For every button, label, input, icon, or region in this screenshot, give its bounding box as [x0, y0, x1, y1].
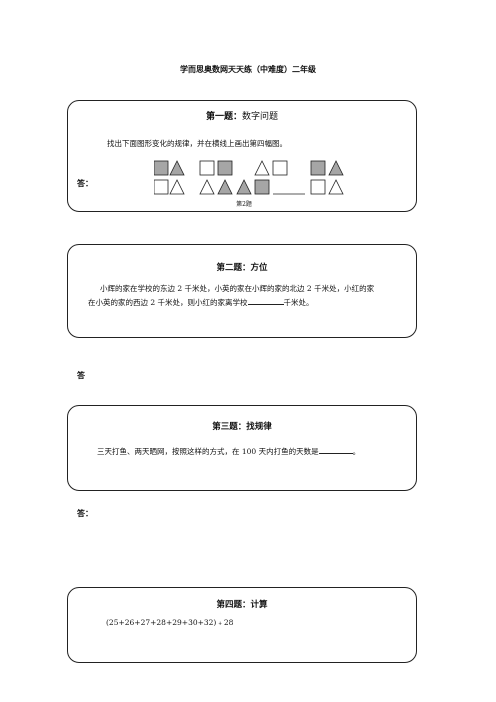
gray-square [154, 160, 169, 176]
question-4-box: 第四题：计算 (25+26+27+28+29+30+32)﹢28 [67, 587, 417, 663]
white-square [199, 160, 215, 176]
white-square [310, 179, 326, 195]
page-title: 学而思奥数网天天练（中难度）二年级 [180, 64, 316, 74]
figure-3-top [254, 160, 288, 176]
question-4-expression: (25+26+27+28+29+30+32)﹢28 [106, 618, 234, 627]
question-1-answer-label: 答： [77, 178, 93, 188]
answer-blank[interactable] [247, 304, 284, 305]
question-2-box: 第二题：方位 小辉的家在学校的东边 2 千米处，小英的家在小辉的家的北边 2 千… [67, 244, 417, 338]
figure-3-bottom [236, 179, 270, 195]
answer-blank[interactable] [318, 453, 353, 454]
white-square [154, 179, 169, 195]
gray-square [310, 160, 326, 176]
question-3-answer-label: 答： [77, 508, 93, 518]
question-1-title: 第一题：数字问题 [205, 112, 279, 122]
question-3-text: 三天打鱼、两天晒网，按照这样的方式，在 100 天内打鱼的天数是。 [97, 447, 361, 456]
question-1-text: 找出下面图形变化的规律，并在横线上画出第四幅图。 [107, 139, 287, 148]
figure-caption: 第2题 [236, 201, 252, 208]
figure-5-top [310, 160, 344, 176]
question-4-title: 第四题：计算 [216, 600, 268, 610]
gray-triangle [236, 179, 252, 195]
white-triangle [199, 179, 215, 195]
gray-square [217, 160, 233, 176]
gray-triangle [217, 179, 233, 195]
gray-triangle [169, 160, 185, 176]
figure-1-bottom [154, 179, 185, 195]
question-3-box: 第三题：找规律 三天打鱼、两天晒网，按照这样的方式，在 100 天内打鱼的天数是… [67, 405, 417, 491]
figure-2-bottom [199, 179, 233, 195]
gray-square [254, 179, 270, 195]
question-2-answer-label: 答 [77, 370, 85, 380]
white-square [272, 160, 288, 176]
white-triangle [254, 160, 270, 176]
pattern-figure [154, 160, 344, 195]
question-2-text: 小辉的家在学校的东边 2 千米处，小英的家在小辉的家的北边 2 千米处，小红的家… [88, 284, 375, 307]
white-triangle [169, 179, 185, 195]
question-1-box: 第一题：数字问题 找出下面图形变化的规律，并在横线上画出第四幅图。 [67, 100, 417, 212]
figure-1-top [154, 160, 185, 176]
white-triangle [328, 179, 344, 195]
figure-5-bottom [310, 179, 344, 195]
question-2-title: 第二题：方位 [216, 263, 268, 273]
question-3-title: 第三题：找规律 [212, 422, 272, 432]
gray-triangle [328, 160, 344, 176]
figure-2-top [199, 160, 233, 176]
